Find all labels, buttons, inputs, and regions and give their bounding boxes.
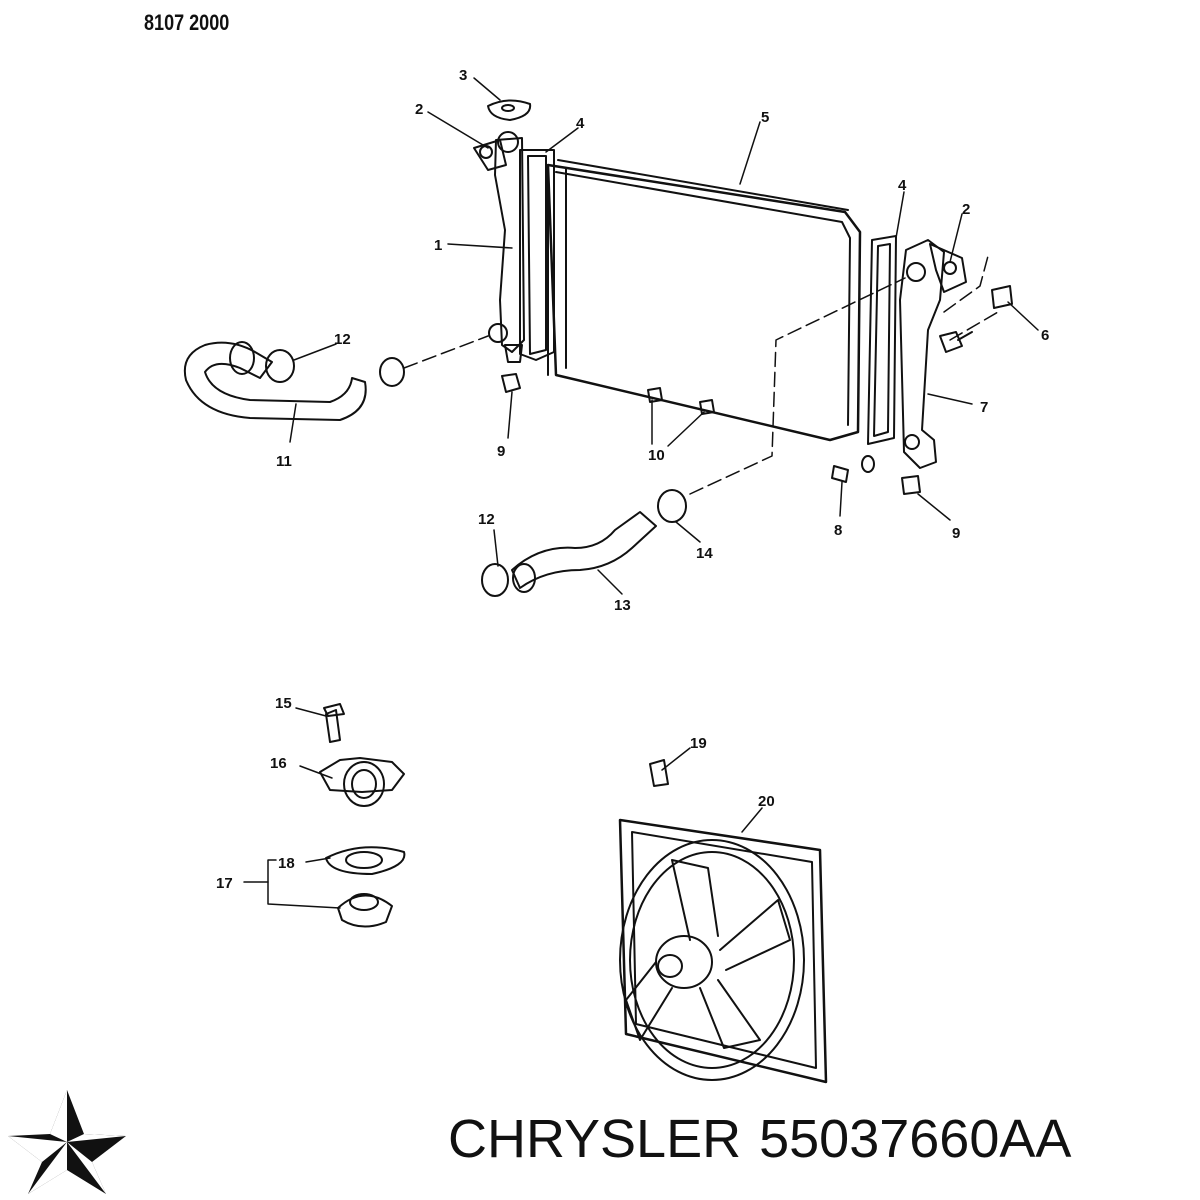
radiator-core bbox=[546, 159, 862, 442]
upper-hose bbox=[183, 341, 405, 421]
brand-name: CHRYSLER bbox=[448, 1109, 742, 1169]
callout-7: 7 bbox=[980, 399, 988, 416]
right-tank bbox=[899, 239, 967, 469]
callout-11: 11 bbox=[276, 453, 292, 470]
callout-14: 14 bbox=[696, 545, 713, 562]
callout-9b: 9 bbox=[952, 525, 960, 542]
figure-code: 8107 2000 bbox=[144, 10, 230, 35]
thermostat-group bbox=[319, 703, 406, 928]
callout-20: 20 bbox=[758, 793, 775, 810]
callout-17: 17 bbox=[216, 875, 233, 892]
routing-lines bbox=[403, 255, 999, 495]
callout-4: 4 bbox=[576, 115, 585, 132]
callout-1: 1 bbox=[434, 237, 442, 254]
callout-12: 12 bbox=[334, 331, 351, 348]
pentastar-icon bbox=[8, 1090, 126, 1194]
bracket-clip bbox=[939, 285, 1013, 353]
brand-part-label: CHRYSLER 55037660AA bbox=[448, 1108, 1089, 1170]
cap-gasket bbox=[487, 99, 532, 121]
part-number: 55037660AA bbox=[759, 1109, 1072, 1169]
callout-3: 3 bbox=[459, 67, 467, 84]
callout-2b: 2 bbox=[962, 201, 970, 218]
callout-15: 15 bbox=[275, 695, 292, 712]
callout-5: 5 bbox=[761, 109, 769, 126]
fasteners bbox=[501, 373, 921, 495]
callout-8: 8 bbox=[834, 522, 842, 539]
right-gasket bbox=[867, 235, 897, 445]
callout-16: 16 bbox=[270, 755, 287, 772]
callout-10: 10 bbox=[648, 447, 665, 464]
callouts: 3 2 4 5 1 4 2 6 12 11 9 10 7 8 9 12 14 1… bbox=[216, 67, 1049, 892]
callout-12b: 12 bbox=[478, 511, 495, 528]
leader-lines bbox=[243, 77, 1039, 909]
lower-hose bbox=[481, 489, 687, 597]
callout-18: 18 bbox=[278, 855, 295, 872]
callout-4b: 4 bbox=[898, 177, 907, 194]
callout-13: 13 bbox=[614, 597, 631, 614]
fan-shroud bbox=[618, 759, 828, 1084]
callout-6: 6 bbox=[1041, 327, 1049, 344]
callout-19: 19 bbox=[690, 735, 707, 752]
callout-2: 2 bbox=[415, 101, 423, 118]
callout-9: 9 bbox=[497, 443, 505, 460]
